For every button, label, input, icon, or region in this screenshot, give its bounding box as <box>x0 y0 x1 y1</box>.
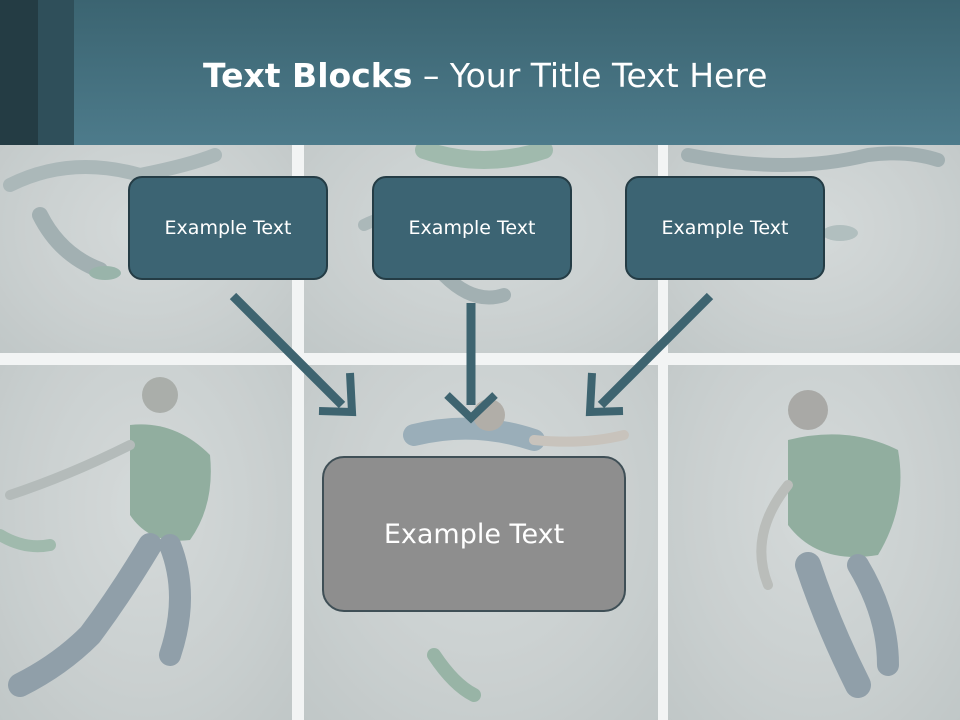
photo-panel-bottom-left <box>0 365 292 720</box>
dancer-silhouette-image <box>681 146 945 241</box>
header-accent-stripe <box>38 0 74 145</box>
slide-title-bold: Text Blocks <box>203 56 413 95</box>
dancer-silhouette-image <box>756 390 901 698</box>
text-block-1-label: Example Text <box>164 217 292 239</box>
slide-title-separator: – <box>412 56 450 95</box>
slide-title-rest: Your Title Text Here <box>449 56 768 95</box>
text-block-1[interactable]: Example Text <box>128 176 328 280</box>
text-block-result[interactable]: Example Text <box>322 456 626 612</box>
text-block-2[interactable]: Example Text <box>372 176 572 280</box>
text-block-result-label: Example Text <box>383 518 565 550</box>
dancer-silhouette-image <box>3 148 222 280</box>
title-header-band: Text Blocks – Your Title Text Here <box>0 0 960 145</box>
slide-title: Text Blocks – Your Title Text Here <box>203 54 767 98</box>
text-block-2-label: Example Text <box>408 217 536 239</box>
text-block-3[interactable]: Example Text <box>625 176 825 280</box>
header-accent-stripe <box>0 0 38 145</box>
text-block-3-label: Example Text <box>661 217 789 239</box>
dancer-silhouette-image <box>0 377 211 697</box>
photo-panel-bottom-right <box>668 365 960 720</box>
